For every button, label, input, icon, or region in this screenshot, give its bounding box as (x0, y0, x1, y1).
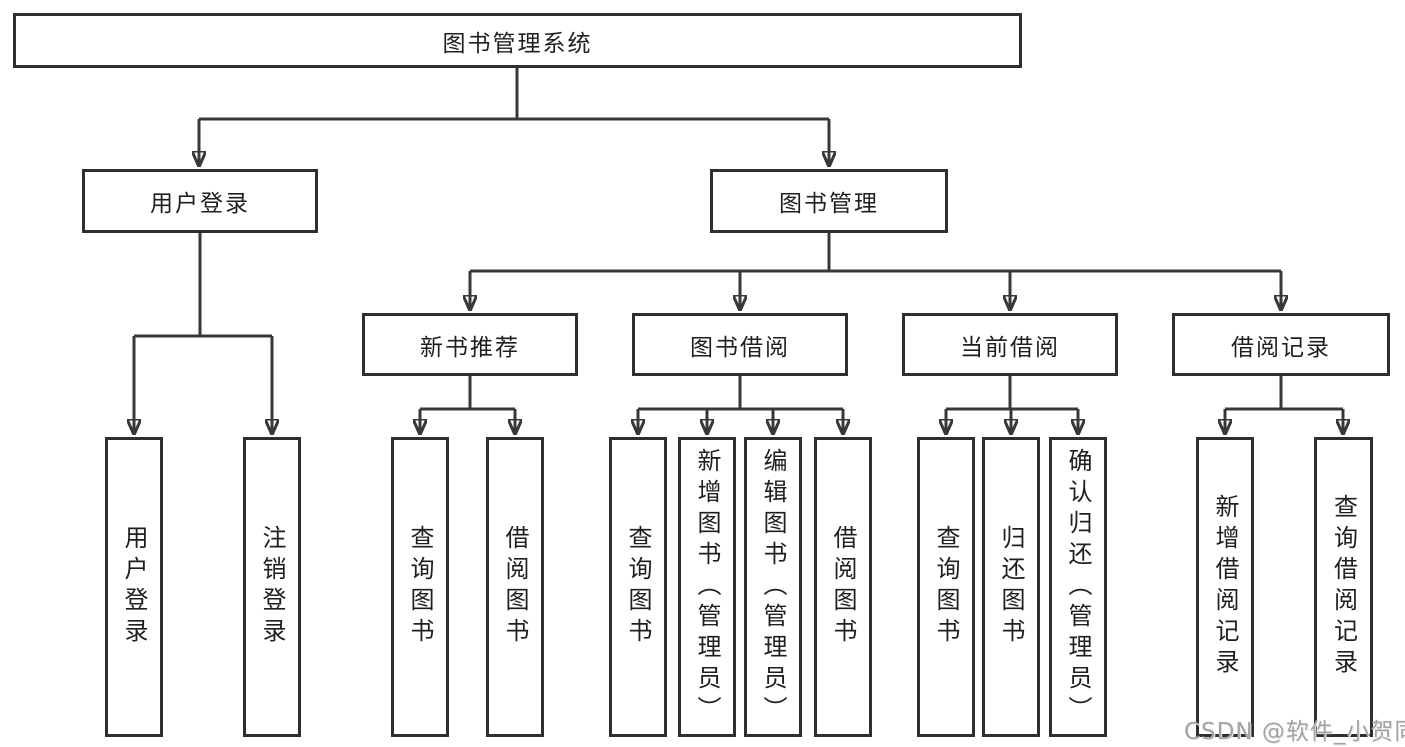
watermark: CSDN @软件_小贺同学 (1184, 719, 1405, 745)
leaf-new-book-query-label: 查询图书 (406, 525, 434, 649)
leaf-borrow-borrow: 借阅图书 (814, 437, 872, 737)
node-book-mgmt-label: 图书管理 (779, 191, 879, 217)
leaf-user-login: 用户登录 (105, 437, 163, 737)
leaf-logout-label: 注销登录 (258, 525, 286, 649)
node-new-book-recommend: 新书推荐 (362, 313, 578, 376)
leaf-current-query-label: 查询图书 (932, 525, 960, 649)
leaf-logout: 注销登录 (243, 437, 301, 737)
leaf-current-return: 归还图书 (982, 437, 1040, 737)
leaf-borrow-query-label: 查询图书 (624, 525, 652, 649)
node-new-book-recommend-label: 新书推荐 (420, 334, 520, 361)
node-book-borrow-label: 图书借阅 (690, 334, 790, 361)
leaf-new-book-borrow-label: 借阅图书 (501, 525, 529, 649)
leaf-borrow-query: 查询图书 (609, 437, 667, 737)
leaf-current-query: 查询图书 (917, 437, 975, 737)
node-root-label: 图书管理系统 (442, 30, 593, 57)
leaf-current-return-label: 归还图书 (997, 525, 1025, 649)
leaf-borrow-edit-admin: 编辑图书（管理员） (744, 437, 802, 737)
leaf-borrow-add-admin: 新增图书（管理员） (678, 437, 736, 737)
node-borrow-records: 借阅记录 (1172, 313, 1390, 376)
node-current-borrow-label: 当前借阅 (960, 334, 1060, 361)
node-root: 图书管理系统 (13, 13, 1022, 68)
leaf-current-confirm-admin-label: 确认归还（管理员） (1064, 447, 1092, 727)
node-user-login-label: 用户登录 (150, 191, 250, 217)
leaf-records-query-label: 查询借阅记录 (1329, 494, 1358, 680)
leaf-current-confirm-admin: 确认归还（管理员） (1049, 437, 1107, 737)
leaf-new-book-query: 查询图书 (391, 437, 449, 737)
leaf-records-add: 新增借阅记录 (1196, 437, 1254, 737)
leaf-borrow-edit-admin-label: 编辑图书（管理员） (759, 447, 787, 727)
leaf-borrow-borrow-label: 借阅图书 (829, 525, 857, 649)
node-book-mgmt: 图书管理 (710, 169, 948, 233)
leaf-new-book-borrow: 借阅图书 (486, 437, 544, 737)
leaf-user-login-label: 用户登录 (120, 525, 148, 649)
leaf-borrow-add-admin-label: 新增图书（管理员） (693, 447, 721, 727)
leaf-records-query: 查询借阅记录 (1314, 437, 1373, 737)
node-borrow-records-label: 借阅记录 (1231, 334, 1331, 361)
node-user-login: 用户登录 (82, 169, 318, 233)
leaf-records-add-label: 新增借阅记录 (1211, 494, 1239, 680)
node-book-borrow: 图书借阅 (632, 313, 848, 376)
node-current-borrow: 当前借阅 (902, 313, 1118, 376)
